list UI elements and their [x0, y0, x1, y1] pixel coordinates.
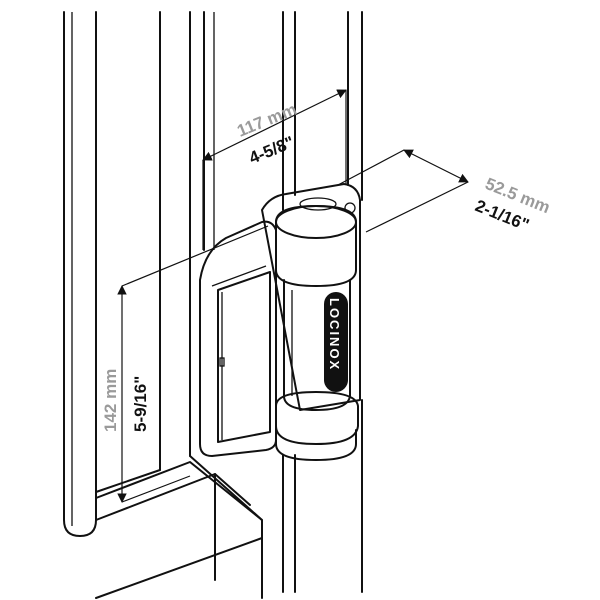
dimension-depth: 52.5 mm 2-1/16" [337, 149, 553, 235]
gate-post [63, 11, 363, 599]
dimension-height: 142 mm 5-9/16" [101, 225, 269, 503]
brand-label: LOCINOX [327, 298, 342, 371]
hinge-leaf [199, 220, 277, 457]
hinge-barrel: LOCINOX [261, 183, 361, 461]
height-imperial-label: 5-9/16" [131, 376, 150, 432]
width-imperial-label: 4-5/8" [246, 133, 297, 168]
height-metric-label: 142 mm [101, 369, 120, 432]
